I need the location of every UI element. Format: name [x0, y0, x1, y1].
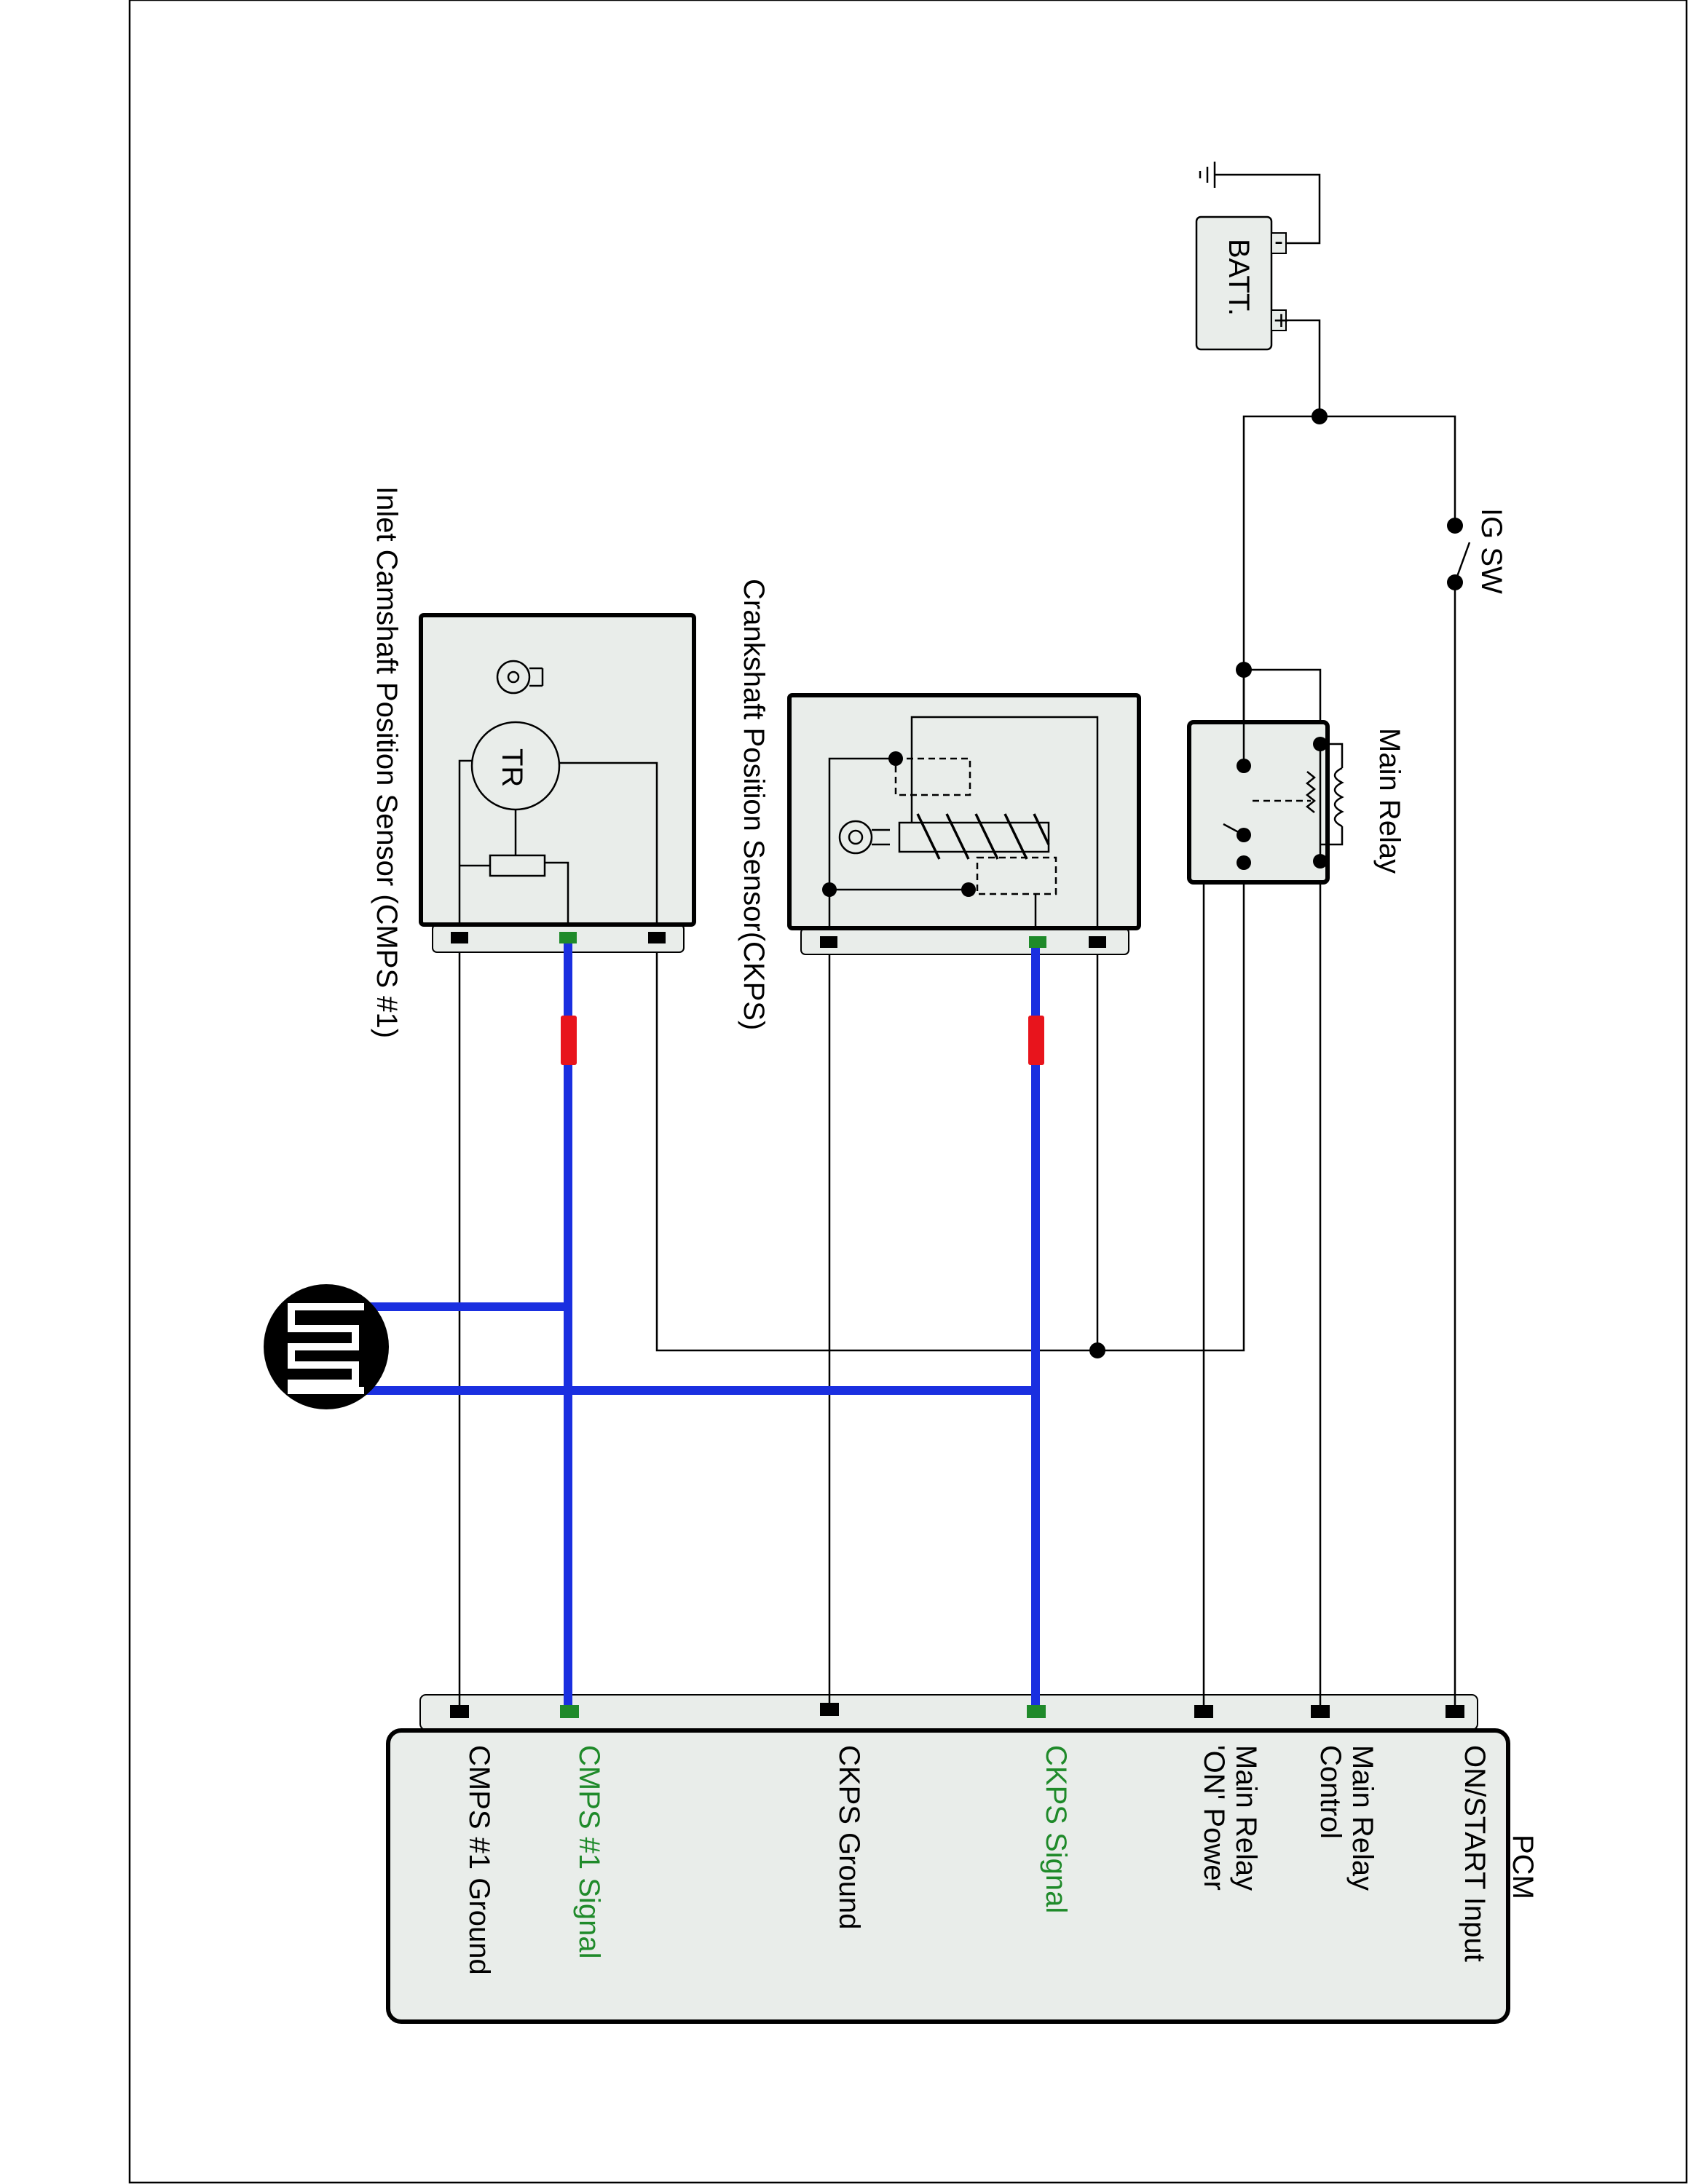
pcm-pin-ckps-signal	[1027, 1705, 1046, 1718]
main-relay: Main Relay	[1187, 670, 1405, 885]
pcm-pin-label: CMPS #1 Ground	[463, 1745, 495, 1975]
ckps-internal-wire	[910, 716, 1099, 928]
shielded-wires	[364, 943, 1046, 1718]
ig-sw-label: IG SW	[1475, 508, 1507, 594]
wire-battery-plus	[1285, 319, 1321, 416]
ckps-sensor: Crankshaft Position Sensor(CKPS)	[738, 579, 1141, 1030]
pcm-pin-main-relay-on-power	[1194, 1705, 1213, 1718]
wire-relay-supply	[1244, 668, 1322, 739]
pcm-label: PCM	[1507, 1835, 1539, 1899]
cmps-connector	[432, 924, 685, 953]
pcm-pin-label: Main Relay	[1230, 1745, 1262, 1891]
wires	[458, 319, 1456, 1705]
pcm-pin-label: CKPS Signal	[1040, 1745, 1072, 1913]
ckps-shield-box	[894, 757, 971, 796]
cmps-label: Inlet Camshaft Position Sensor (CMPS #1)	[371, 486, 403, 1038]
ckps-magnet-icon	[848, 829, 864, 845]
ckps-shield-box	[976, 856, 1057, 895]
ckps-body	[787, 693, 1141, 930]
cmps-pin-signal	[559, 932, 577, 943]
cmps-sensor: TR Inlet Camshaft Position Sensor (CMPS …	[371, 486, 696, 1038]
main-relay-body	[1187, 720, 1330, 885]
relay-contact-blade	[1223, 823, 1245, 836]
wire-battery-feed	[1242, 415, 1456, 666]
junction-dot	[1312, 408, 1328, 424]
ckps-pin-power	[1089, 936, 1106, 948]
cmps-pin-power	[648, 932, 666, 943]
ckps-label: Crankshaft Position Sensor(CKPS)	[738, 579, 770, 1030]
switch-blade	[1454, 542, 1471, 583]
ckps-internal-wire	[828, 757, 896, 928]
ckps-magnet-icon	[838, 820, 873, 855]
hall-element-icon	[496, 660, 531, 695]
relay-coil-wire	[1320, 826, 1344, 846]
pcm-pin-label: Main Relay	[1346, 1745, 1379, 1891]
ckps-internal-dot	[961, 882, 976, 897]
pcm-module: PCM CMPS #1 Ground CMPS #1 Signal CKPS G…	[386, 1694, 1539, 2024]
battery-minus-label: -	[1274, 226, 1283, 256]
hall-element-icon	[507, 670, 520, 684]
relay-resistor-icon	[1305, 771, 1317, 813]
shield-ground-icon	[264, 1284, 389, 1409]
cmps-internal-wire	[559, 761, 658, 925]
pcm-pin-cmps-ground	[450, 1705, 469, 1718]
battery-label: BATT.	[1223, 239, 1255, 316]
pcm-pin-label: ON/START Input	[1459, 1745, 1491, 1962]
relay-coil-icon	[1333, 767, 1344, 828]
transistor-label: TR	[496, 748, 528, 787]
ckps-core	[898, 821, 1050, 853]
battery-body	[1195, 215, 1273, 351]
battery-plus-label: +	[1274, 305, 1289, 335]
ckps-coil-icon	[916, 813, 1050, 860]
wire-main-relay-on-power	[1202, 861, 1244, 1705]
pcm-pin-ckps-ground	[820, 1703, 839, 1716]
pcm-pin-label: CMPS #1 Signal	[573, 1745, 605, 1958]
ckps-inline-connector	[1028, 1016, 1044, 1065]
wire-sensor-power	[655, 666, 1245, 1352]
relay-contact	[1237, 759, 1251, 773]
pcm-pin-cmps-signal	[560, 1705, 579, 1718]
battery-terminal-plus	[1271, 309, 1287, 331]
cmps-internal-wire	[545, 861, 569, 925]
relay-contact	[1237, 855, 1251, 870]
battery: - + BATT.	[1195, 162, 1321, 351]
cmps-inline-connector	[561, 1016, 577, 1065]
pcm-pin-label: 'ON' Power	[1198, 1745, 1230, 1891]
resistor-icon	[489, 854, 546, 877]
pcm-body	[386, 1728, 1510, 2024]
ckps-connector	[800, 927, 1129, 955]
ig-switch: IG SW	[1447, 508, 1507, 594]
junction-dot	[1089, 1342, 1105, 1358]
cmps-internal-wire	[458, 759, 472, 925]
switch-contact	[1447, 518, 1463, 534]
pcm-pin-on-start-input	[1446, 1705, 1464, 1718]
pcm-pin-main-relay-control	[1311, 1705, 1330, 1718]
cmps-pin-ground	[451, 932, 468, 943]
page-frame	[128, 0, 1688, 2184]
battery-ground-wire	[1215, 173, 1321, 245]
ckps-pin-ground	[820, 936, 837, 948]
pcm-pin-label: Control	[1314, 1745, 1346, 1839]
main-relay-label: Main Relay	[1373, 728, 1405, 874]
ckps-pin-signal	[1029, 936, 1046, 948]
pcm-pin-label: CKPS Ground	[833, 1745, 865, 1929]
